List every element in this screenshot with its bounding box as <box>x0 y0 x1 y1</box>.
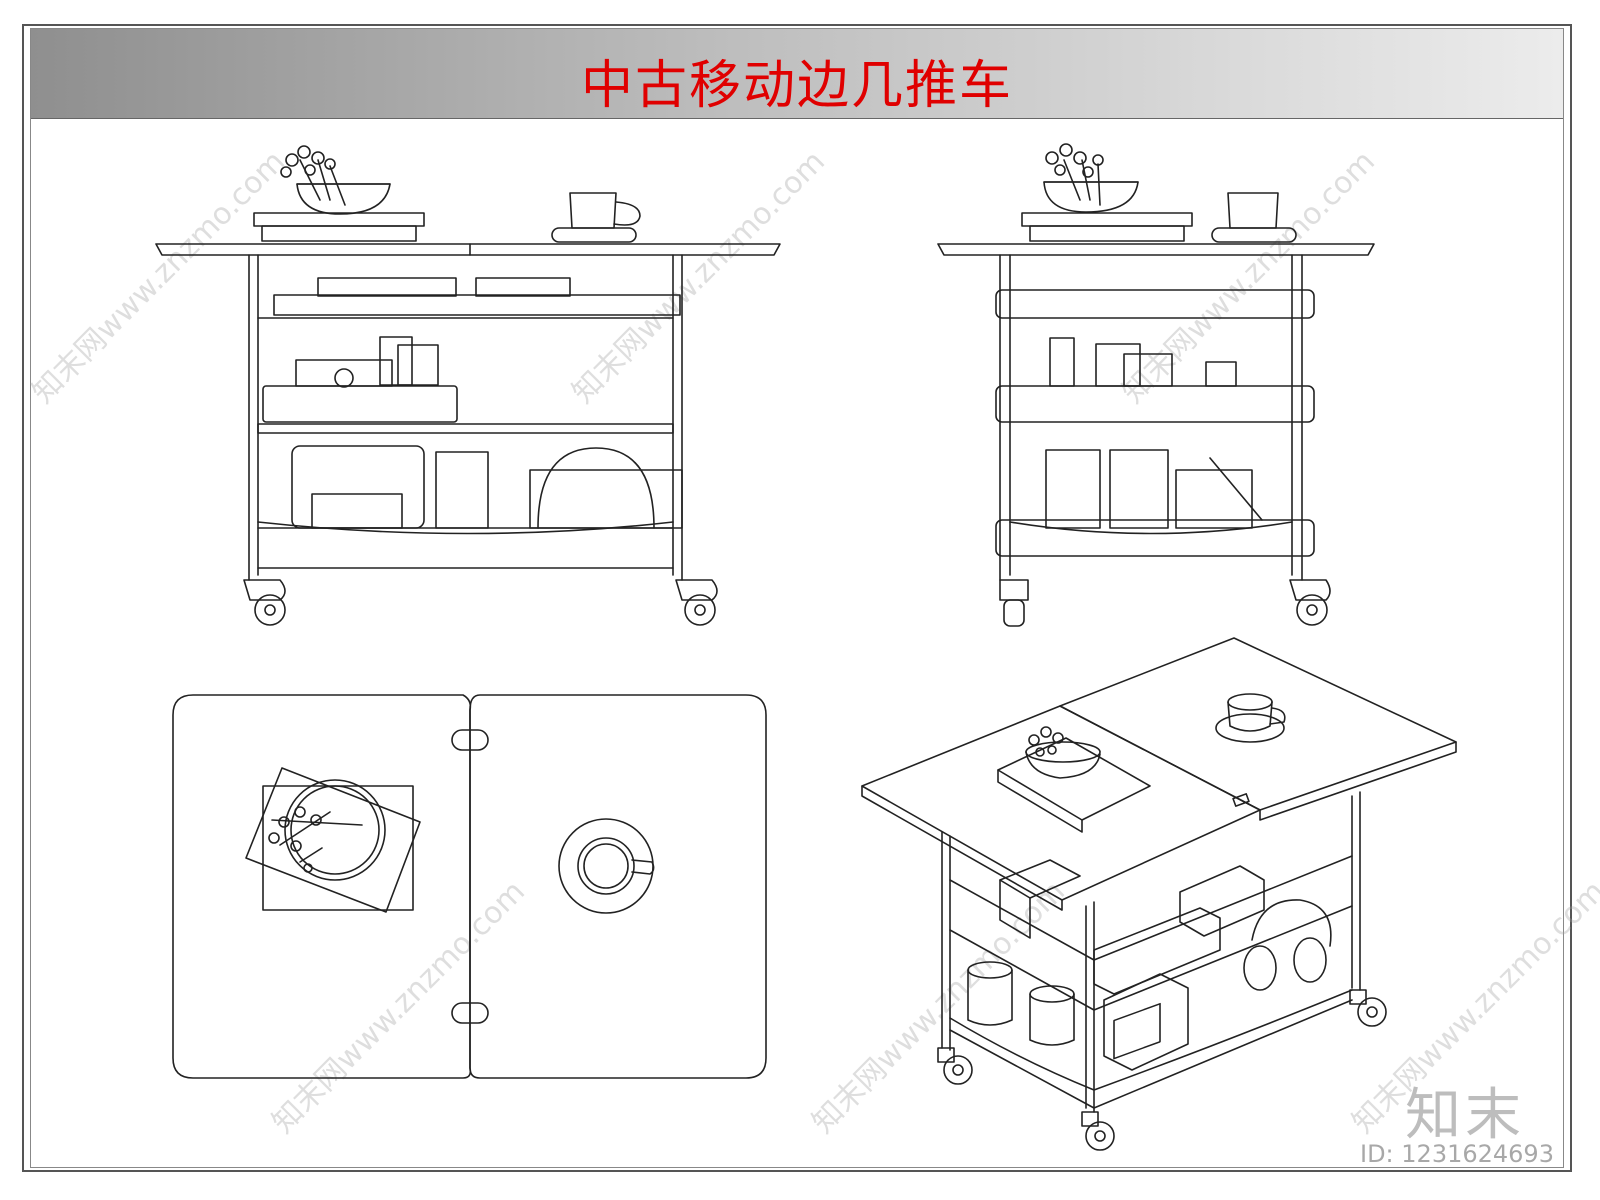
brand-mark: 知末 <box>1405 1083 1525 1148</box>
axon-caster-1 <box>937 1047 973 1085</box>
caster-side-left <box>999 579 1029 627</box>
caster-side-right <box>1289 579 1331 626</box>
cup-and-saucer <box>551 192 641 243</box>
brand-id: ID: 1231624693 <box>1360 1140 1554 1168</box>
hinge-bottom <box>451 1002 489 1024</box>
headphones <box>537 447 655 529</box>
radio-device-2 <box>475 277 571 297</box>
outer-border <box>22 24 1572 1172</box>
cup-plan <box>558 818 655 914</box>
plan-view <box>172 694 767 1079</box>
caster-left <box>243 579 286 626</box>
tabletop <box>155 243 781 256</box>
caster-right <box>675 579 718 626</box>
book-top <box>253 212 425 227</box>
axon-tabletop-right <box>1059 637 1457 811</box>
side-elevation-view <box>937 143 1375 627</box>
hinge-top <box>451 729 489 751</box>
front-elevation-view <box>155 145 781 626</box>
camera <box>295 359 393 387</box>
flower-bowl-side <box>1043 143 1139 213</box>
cup-side <box>1211 192 1297 243</box>
page-title: 中古移动边几推车 <box>580 56 1013 116</box>
axon-caster-3 <box>1349 989 1387 1027</box>
book-bottom <box>261 225 417 242</box>
axon-caster-2 <box>1081 1111 1115 1151</box>
axon-tabletop-left <box>861 705 1261 901</box>
flower-bowl <box>280 145 391 215</box>
title-bar: 中古移动边几推车 <box>31 29 1563 119</box>
axonometric-view <box>861 637 1457 1151</box>
radio-device <box>317 277 457 297</box>
plan-leaf-right <box>469 694 767 1079</box>
inner-border <box>30 28 1564 1168</box>
